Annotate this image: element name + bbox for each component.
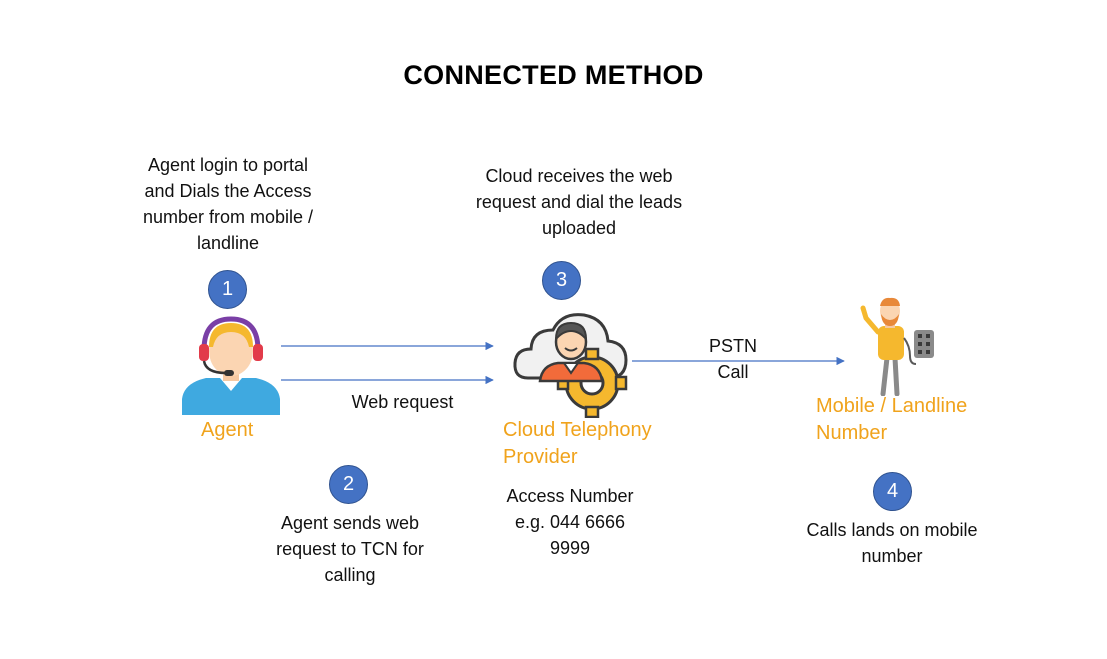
access-number-note: Access Number e.g. 044 6666 9999 — [506, 486, 634, 558]
agent-headset-icon — [182, 316, 280, 415]
step-4-description: Calls lands on mobile number — [806, 520, 978, 566]
step-4-badge: 4 — [873, 472, 912, 511]
step-3-badge: 3 — [542, 261, 581, 300]
step-2-badge: 2 — [329, 465, 368, 504]
diagram-title: CONNECTED METHOD — [403, 60, 704, 90]
step-1-badge: 1 — [208, 270, 247, 309]
step-3-description: Cloud receives the web request and dial … — [475, 166, 683, 238]
mobile-landline-label: Mobile / Landline Number — [816, 395, 968, 444]
web-request-label: Web request — [351, 392, 454, 412]
agent-label: Agent — [201, 419, 254, 441]
step-1-description: Agent login to portal and Dials the Acce… — [142, 155, 314, 253]
person-with-phone-icon — [860, 297, 934, 396]
cloud-provider-label: Cloud Telephony Provider — [503, 419, 652, 468]
cloud-provider-icon — [513, 313, 628, 418]
pstn-call-label: PSTN Call — [708, 336, 757, 382]
step-2-description: Agent sends web request to TCN for calli… — [276, 513, 424, 585]
